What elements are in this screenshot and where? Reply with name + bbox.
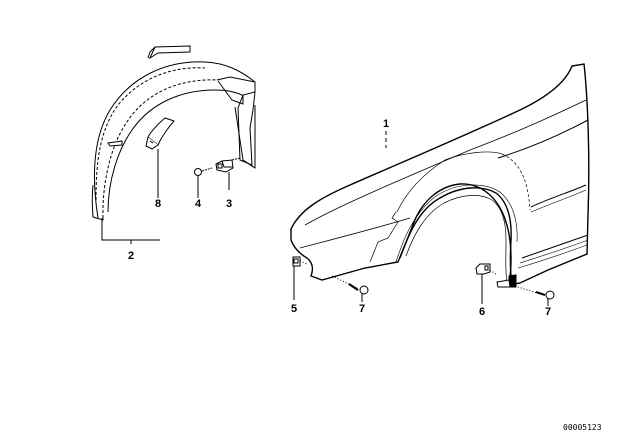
- callout-1[interactable]: 1: [382, 118, 390, 130]
- callout-2[interactable]: 2: [127, 250, 135, 262]
- callout-5[interactable]: 5: [290, 303, 298, 315]
- screw-part-7-rear[interactable]: [514, 285, 555, 300]
- callout-8[interactable]: 8: [154, 198, 162, 210]
- callout-7-front[interactable]: 7: [358, 303, 366, 315]
- fender[interactable]: [290, 63, 590, 288]
- callout-2-leader: [101, 218, 160, 241]
- screw-part-7-front[interactable]: [331, 275, 369, 295]
- wheel-arch-liner[interactable]: [91, 45, 256, 221]
- clip-nut-part-6[interactable]: [475, 263, 498, 276]
- diagram-reference-number: 00005123: [563, 423, 602, 432]
- clip-nut-part-3[interactable]: [215, 157, 241, 173]
- callout-7-rear[interactable]: 7: [544, 306, 552, 318]
- seal-strip[interactable]: [145, 117, 175, 150]
- callout-3[interactable]: 3: [225, 198, 233, 210]
- screw-part-4[interactable]: [194, 167, 213, 176]
- callout-4[interactable]: 4: [194, 198, 202, 210]
- callout-6[interactable]: 6: [478, 306, 486, 318]
- clip-nut-part-5[interactable]: [292, 256, 308, 267]
